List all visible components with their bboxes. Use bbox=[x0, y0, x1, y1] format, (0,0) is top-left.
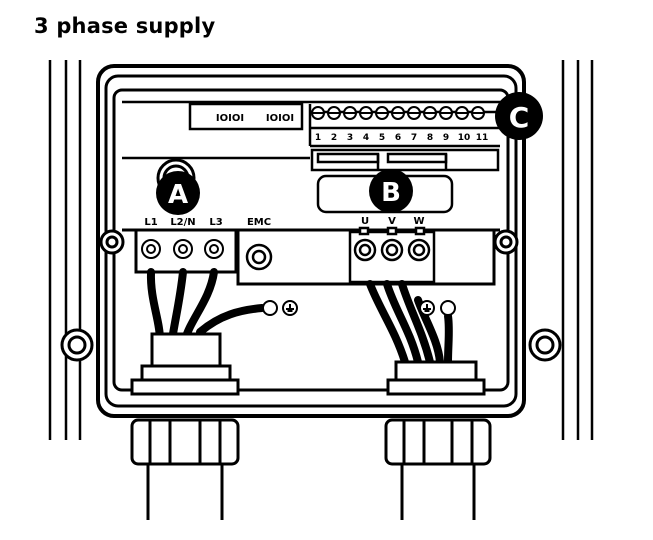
motor-terminal-block bbox=[348, 226, 436, 284]
callout-c: C bbox=[495, 92, 543, 140]
motor-cables bbox=[366, 280, 453, 366]
cable-glands bbox=[130, 332, 486, 396]
supply-terminal-screws bbox=[141, 239, 224, 259]
terminal-label-l2n: L2/N bbox=[170, 217, 195, 228]
terminal-number: 2 bbox=[331, 133, 337, 143]
terminal-label-w: W bbox=[413, 216, 424, 227]
control-board bbox=[122, 100, 502, 214]
page-title: 3 phase supply bbox=[34, 14, 216, 38]
terminal-number: 5 bbox=[379, 133, 385, 143]
mounting-screws bbox=[60, 229, 562, 362]
terminal-number: 6 bbox=[395, 133, 401, 143]
terminal-number: 1 bbox=[315, 133, 321, 143]
terminal-number: 9 bbox=[443, 133, 449, 143]
earth-terminal-right bbox=[419, 300, 456, 316]
terminal-number: 10 bbox=[458, 133, 471, 143]
external-glands bbox=[130, 418, 492, 520]
terminal-number: 11 bbox=[476, 133, 489, 143]
earth-terminal-left bbox=[262, 300, 298, 316]
terminal-label-v: V bbox=[388, 216, 396, 227]
io-connector-label: IOIOI bbox=[266, 113, 294, 124]
io-connector-label: IOIOI bbox=[216, 113, 244, 124]
emc-screw bbox=[245, 243, 273, 271]
terminal-number: 7 bbox=[411, 133, 417, 143]
terminal-number: 4 bbox=[363, 133, 369, 143]
callout-b-label: B bbox=[381, 178, 401, 208]
callout-a: A bbox=[156, 171, 200, 215]
terminal-label-l3: L3 bbox=[209, 217, 222, 228]
control-terminal-numbers: 1 2 3 4 5 6 7 8 9 10 11 bbox=[315, 133, 488, 143]
emc-label: EMC bbox=[247, 217, 271, 228]
housing-rails bbox=[48, 60, 594, 440]
terminal-number: 3 bbox=[347, 133, 353, 143]
control-terminal-screws bbox=[311, 106, 485, 120]
callout-b: B bbox=[369, 169, 413, 213]
callout-c-label: C bbox=[509, 101, 530, 134]
terminal-label-l1: L1 bbox=[144, 217, 157, 228]
terminal-number: 8 bbox=[427, 133, 433, 143]
terminal-label-u: U bbox=[361, 216, 369, 227]
callout-a-label: A bbox=[168, 180, 188, 210]
